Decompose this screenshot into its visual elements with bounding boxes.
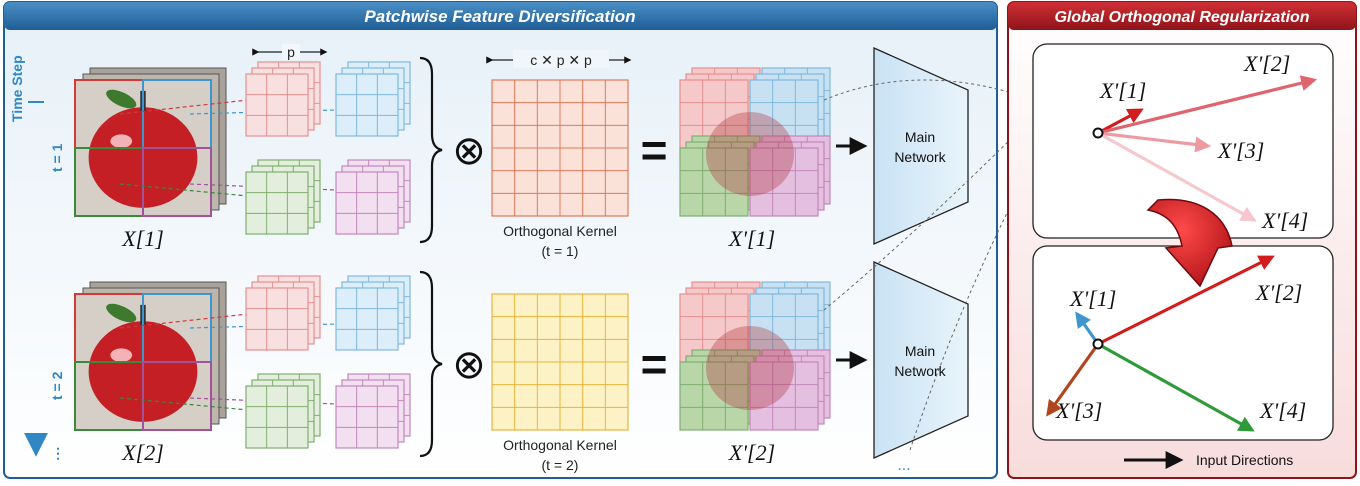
output-green-layer-bg [679,147,749,217]
top-vector-2 [1097,75,1318,135]
patch-frame-purple [142,147,212,217]
right-panel: Global Orthogonal Regularization X'[1] X… [1007,1,1357,479]
top-vector-3 [1097,131,1212,153]
bottom-vector-4 [1097,342,1255,432]
input-label: X[2] [121,440,164,465]
kernel-dims-bg [513,50,609,68]
left-panel: Patchwise Feature Diversification Time S… [3,1,1035,479]
multiply-operator: ⊗ [452,342,486,387]
pipeline-row-2: X[2] ⊗ = Orthogonal Kernel (t = 2) X'[2] MainN… [74,260,969,473]
input-apple-highlight [110,134,133,148]
bottom-vector-2 [1097,255,1275,346]
main-network [873,46,969,246]
top-origin [1092,127,1104,139]
output-label: X'[2] [728,440,775,465]
mapping-line-2 [823,115,1035,311]
input-apple-highlight [110,348,133,363]
bottom-vector-1 [1075,311,1100,345]
kernel-dims-label: c ✕ p ✕ p [530,52,592,68]
regularization-transition-arrow [1146,198,1233,288]
bottom-vector-3 [1046,343,1100,417]
kernel-caption-line1: Orthogonal Kernel [503,437,617,453]
network-label-line1: Main [905,129,935,145]
patch-link-green [119,397,249,411]
input-label: X[1] [121,226,164,251]
more-steps-dots: ... [897,457,910,474]
time-axis-label: Time Step [9,55,25,122]
bottom-label-4: X'[4] [1259,398,1306,423]
patch-blue-layer-bg [335,73,399,137]
input-apple-leaf [106,303,137,323]
brace [419,270,443,458]
patch-purple-layer-bg [335,385,399,449]
left-panel-header [4,2,997,30]
brace [419,56,443,244]
output-label: X'[1] [728,226,775,251]
pipeline-row-1: X[1] ⊗ = Orthogonal Kernel (t = 1) X'[1] MainN… [74,46,969,259]
p-label-bg [282,44,300,60]
time-step-t1: t = 1 [49,143,65,172]
output-purple-layer-bg [749,361,819,431]
top-label-1: X'[1] [1099,78,1146,103]
equals-operator: = [641,338,668,390]
patch-frame-purple [142,361,212,431]
bottom-label-2: X'[2] [1255,280,1302,305]
bottom-label-3: X'[3] [1055,398,1102,423]
patch-green-layer-bg [245,385,309,449]
mapping-line-3 [909,159,1035,451]
top-label-3: X'[3] [1217,138,1264,163]
bottom-origin [1092,338,1104,350]
patch-link-green [119,183,249,197]
network-label-line2: Network [894,149,946,165]
time-axis-ellipsis: ⋮ [51,445,65,461]
left-panel-title: Patchwise Feature Diversification [364,7,635,26]
patch-link-red [119,99,249,115]
output-apple-shade [706,326,794,410]
patch-blue-layer-bg [335,287,399,351]
top-label-4: X'[4] [1261,208,1308,233]
kernel-caption-line2: (t = 2) [542,457,579,473]
legend-label: Input Directions [1196,452,1293,468]
patch-red-layer-bg [245,287,309,351]
network-label-line1: Main [905,343,935,359]
time-step-t2: t = 2 [49,371,65,400]
right-panel-header [1008,2,1356,30]
output-purple-layer-bg [749,147,819,217]
top-vector-4 [1097,131,1257,222]
main-network [873,260,969,460]
patch-purple-layer-bg [335,171,399,235]
network-label-line2: Network [894,363,946,379]
right-panel-title: Global Orthogonal Regularization [1054,9,1309,26]
top-label-2: X'[2] [1243,51,1290,76]
output-green-layer-bg [679,361,749,431]
p-label: p [287,44,295,60]
pipeline-rows: X[1]⊗=Orthogonal Kernel(t = 1)X'[1]MainN… [74,46,1035,473]
bottom-label-1: X'[1] [1069,286,1116,311]
top-vector-1 [1097,108,1144,135]
equals-operator: = [641,124,668,176]
patch-green-layer-bg [245,171,309,235]
mapping-line-1 [823,79,1035,101]
kernel-caption-line1: Orthogonal Kernel [503,223,617,239]
kernel-caption-line2: (t = 1) [542,243,579,259]
patch-link-red [119,313,249,329]
output-apple-shade [706,112,794,196]
patch-red-layer-bg [245,73,309,137]
input-apple-leaf [106,89,137,109]
multiply-operator: ⊗ [452,128,486,173]
